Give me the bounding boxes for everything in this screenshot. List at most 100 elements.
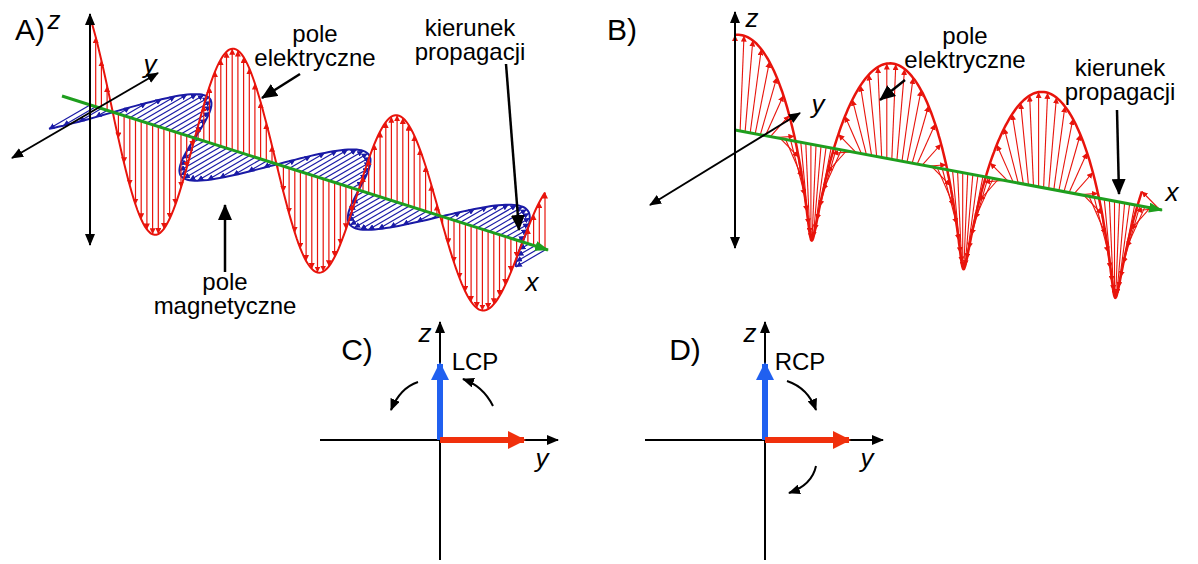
electric-field-vector: [215, 71, 216, 145]
leader-arrow: [1117, 110, 1119, 194]
electric-field-vector: [209, 87, 210, 143]
annotation: pole magnetyczne: [147, 270, 303, 318]
electric-field-vector: [510, 239, 511, 272]
electric-field-vector: [845, 116, 862, 154]
electric-field-vector: [152, 125, 153, 234]
annotation: kierunek propagacji: [405, 16, 535, 64]
electric-field-vector: [962, 173, 963, 268]
electric-field-vector: [294, 170, 295, 232]
axis-label: y: [857, 445, 877, 471]
electric-field-vector: [300, 172, 301, 249]
electric-field-vector: [129, 118, 130, 186]
magnetic-field-vector: [179, 147, 220, 171]
electric-field-vector: [311, 176, 312, 269]
rotation-arrow: [787, 381, 816, 410]
electric-field-vector: [1044, 93, 1048, 188]
electric-field-vector: [902, 78, 913, 161]
axis-label: x: [522, 269, 542, 295]
electric-field-vector: [226, 52, 227, 149]
electric-field-vector: [175, 132, 176, 205]
electric-field-vector: [1064, 135, 1080, 192]
y-axis: [650, 113, 800, 205]
electric-field-vector: [493, 234, 494, 305]
electric-field-vector: [544, 193, 545, 251]
electric-field-vector: [158, 127, 159, 234]
magnetic-field-vector: [170, 106, 212, 130]
electric-field-vector: [1054, 106, 1065, 190]
electric-field-vector: [146, 123, 147, 229]
electric-field-vector: [1059, 119, 1073, 191]
z-axis: [89, 14, 91, 245]
magnetic-field-vector: [350, 201, 391, 225]
electric-field-vector: [95, 37, 96, 107]
electric-field-vector: [385, 122, 386, 199]
electric-field-vector: [368, 159, 369, 194]
field-vector: [440, 437, 524, 443]
electric-field-vector: [476, 228, 477, 308]
magnetic-field-vector: [494, 213, 529, 234]
electric-field-vector: [860, 86, 871, 156]
field-vector: [765, 437, 849, 443]
electric-field-wave: [90, 17, 545, 311]
magnetic-field-vector: [323, 153, 368, 179]
electric-field-vector: [878, 67, 882, 158]
electric-field-vector: [912, 106, 928, 163]
electric-field-vector: [180, 134, 181, 188]
electric-field-vector: [1012, 114, 1023, 184]
electric-field-vector: [482, 230, 483, 310]
magnetic-field-vector: [477, 205, 517, 228]
electric-field-vector: [499, 236, 500, 297]
electric-field-vector: [869, 75, 877, 157]
magnetic-field-vector: [329, 157, 370, 181]
electric-field-vector: [1030, 96, 1034, 187]
electric-field-vector: [1074, 173, 1093, 194]
electric-field-vector: [1069, 153, 1087, 193]
magnetic-field-vector: [130, 99, 162, 118]
annotation: pole elektryczne: [897, 24, 1033, 72]
electric-field-vector: [402, 118, 403, 205]
electric-field-vector: [907, 90, 921, 162]
axis-label: z: [415, 320, 435, 346]
electric-field-vector: [488, 232, 489, 309]
axis-label: z: [740, 320, 760, 346]
electric-field-vector: [997, 145, 1014, 183]
panel-label: C): [332, 335, 382, 365]
magnetic-field-vector: [368, 207, 408, 230]
electric-field-vector: [397, 115, 398, 203]
electric-field-vector: [334, 183, 335, 257]
magnetic-field-vector: [354, 203, 397, 228]
electric-field-vector: [414, 135, 415, 208]
electric-field-vector: [323, 179, 324, 271]
rotation-arrow: [463, 379, 493, 406]
electric-field-vector: [886, 64, 887, 159]
electric-field-vector: [810, 144, 811, 239]
electric-field-vector: [345, 187, 346, 230]
electric-field-vector: [740, 36, 744, 131]
electric-field-vector: [123, 116, 124, 163]
electric-field-vector: [453, 221, 454, 263]
magnetic-field-wave: [49, 94, 530, 267]
electric-field-vector: [1021, 103, 1029, 185]
electric-field-vector: [419, 149, 420, 210]
electric-field-vector: [1038, 92, 1039, 187]
electric-field-vector: [220, 59, 221, 146]
electric-field-vector: [505, 237, 506, 285]
panel-label: B): [597, 15, 647, 45]
electric-field-vector: [922, 144, 941, 165]
polarisation-label: RCP: [770, 350, 830, 374]
electric-field-vector: [892, 64, 896, 159]
electric-field-vector: [141, 121, 142, 219]
panel-label: D): [660, 335, 710, 365]
polarisation-label: LCP: [445, 350, 505, 374]
leader-arrow: [262, 74, 300, 98]
field-vector: [762, 364, 768, 440]
electric-field-vector: [408, 125, 409, 207]
z-axis: [734, 12, 736, 248]
electric-field-vector: [328, 181, 329, 266]
electric-field-vector: [425, 166, 426, 212]
electric-field-vector: [471, 226, 472, 301]
electric-field-vector: [391, 117, 392, 201]
axis-label: z: [44, 7, 64, 33]
